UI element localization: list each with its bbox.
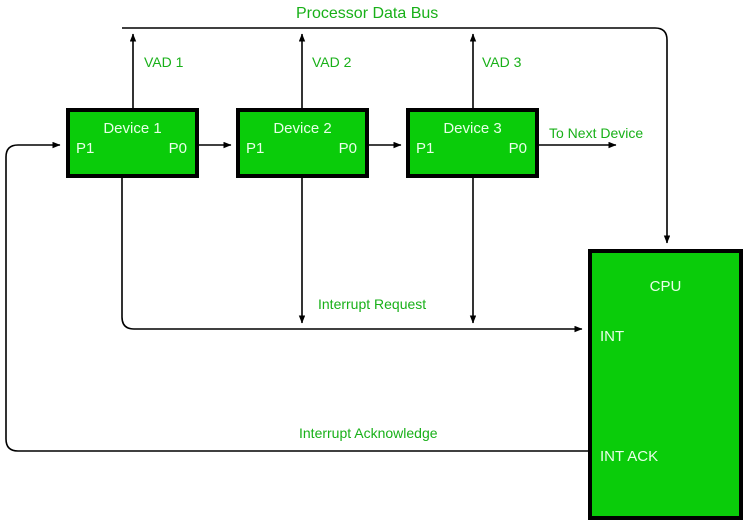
device-3-port-p1: P1 xyxy=(416,140,435,157)
device-3-box[interactable]: Device 3 P1 P0 xyxy=(406,108,539,178)
cpu-port-int: INT xyxy=(600,328,625,345)
to-next-device-label: To Next Device xyxy=(549,125,644,141)
device-1-port-p0: P0 xyxy=(168,140,187,157)
interrupt-acknowledge-label: Interrupt Acknowledge xyxy=(299,425,438,441)
device-1-box[interactable]: Device 1 P1 P0 xyxy=(66,108,199,178)
cpu-box[interactable]: CPU INT INT ACK xyxy=(588,249,743,520)
device-3-port-p0: P0 xyxy=(508,140,527,157)
cpu-title: CPU xyxy=(649,278,682,295)
device-2-port-p0: P0 xyxy=(338,140,357,157)
device-2-title: Device 2 xyxy=(273,120,332,137)
device-3-title: Device 3 xyxy=(443,120,502,137)
device-2-box[interactable]: Device 2 P1 P0 xyxy=(236,108,369,178)
device-2-port-p1: P1 xyxy=(246,140,265,157)
cpu-port-int-ack: INT ACK xyxy=(600,448,659,465)
vad-1-label: VAD 1 xyxy=(144,54,184,70)
vad-2-label: VAD 2 xyxy=(312,54,352,70)
wire-processor-data-bus xyxy=(122,27,671,244)
processor-data-bus-label: Processor Data Bus xyxy=(296,5,439,22)
device-1-port-p1: P1 xyxy=(76,140,95,157)
interrupt-request-label: Interrupt Request xyxy=(318,296,427,312)
wire-interrupt-acknowledge xyxy=(5,141,588,452)
wire-interrupt-request-trunk xyxy=(121,178,583,333)
vad-3-label: VAD 3 xyxy=(482,54,522,70)
device-1-title: Device 1 xyxy=(103,120,162,137)
